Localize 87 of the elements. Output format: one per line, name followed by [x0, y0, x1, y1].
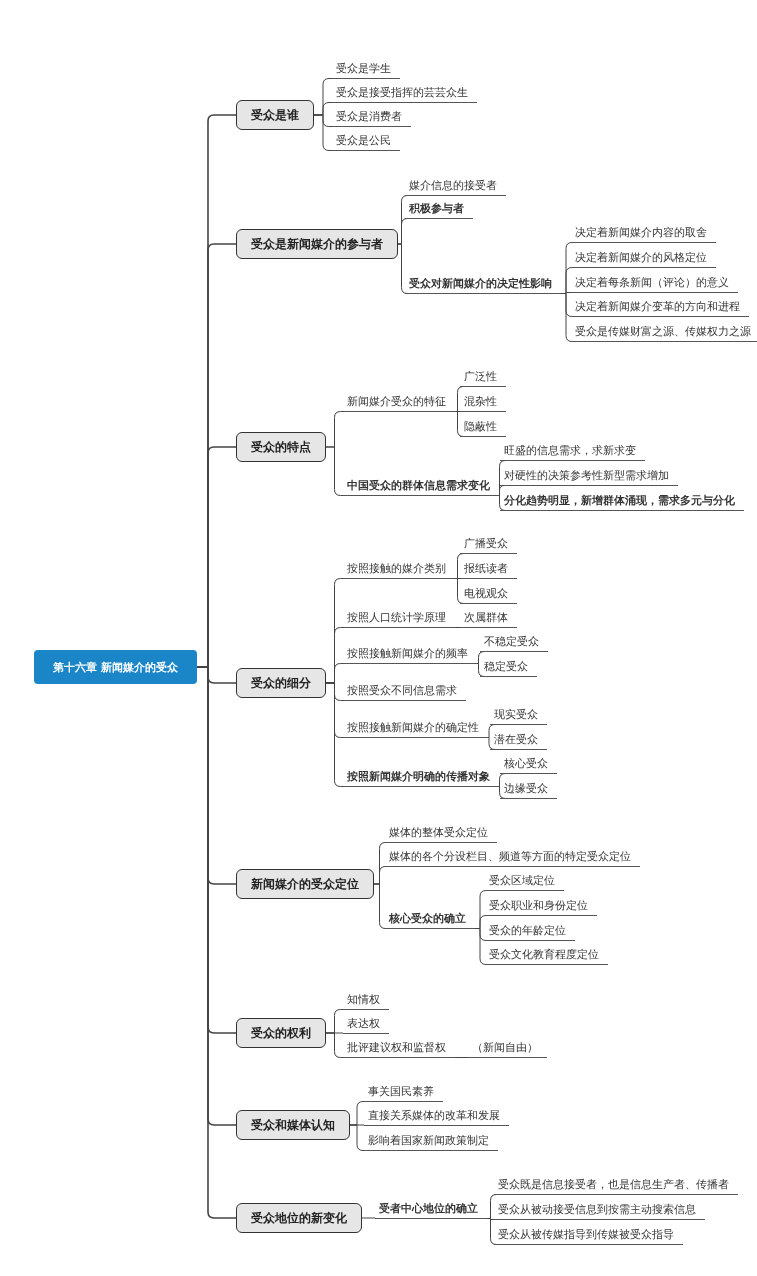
topic-text: 按照人口统计学原理 — [343, 608, 455, 628]
connector-line — [474, 928, 487, 965]
topic-text: 知情权 — [343, 990, 389, 1010]
root-topic-box: 第十六章 新闻媒介的受众 — [34, 650, 197, 684]
topic-text: 报纸读者 — [460, 559, 517, 579]
topic-text: 按照接触的媒介类别 — [343, 559, 455, 579]
connector-line — [454, 386, 464, 412]
topic-text: 分化趋势明显，新增群体涌现，需求多元与分化 — [500, 491, 744, 511]
connector-line — [313, 114, 333, 151]
topic-text: 按照接触新闻媒介的确定性 — [343, 718, 488, 738]
branch-topic-box: 受众的细分 — [236, 668, 326, 698]
topic-text: 媒介信息的接受者 — [405, 176, 506, 196]
topic-text: 现实受众 — [490, 705, 547, 725]
topic-text: 媒体的整体受众定位 — [385, 823, 497, 843]
topic-text: 直接关系媒体的改革和发展 — [364, 1106, 509, 1126]
connector-line — [487, 737, 496, 750]
topic-text: 影响着国家新闻政策制定 — [364, 1131, 498, 1151]
topic-text: 核心受众 — [500, 754, 557, 774]
connector-line — [325, 682, 344, 787]
topic-text: 中国受众的群体信息需求变化 — [343, 476, 499, 496]
topic-text: 决定着新闻媒介内容的取舍 — [571, 223, 716, 243]
topic-text: 受众从被动接受信息到按需主动搜索信息 — [494, 1200, 705, 1220]
connector-line — [476, 651, 485, 664]
topic-text: 按照新闻媒介明确的传播对象 — [343, 767, 499, 787]
topic-text: 批评建议权和监督权 — [343, 1038, 455, 1058]
connector-line — [486, 1218, 497, 1245]
connector-line — [397, 243, 408, 294]
topic-text: 受众的年龄定位 — [485, 921, 575, 941]
connector-line — [560, 293, 573, 342]
topic-text: 决定着每条新闻（评论）的意义 — [571, 273, 738, 293]
connector-line — [373, 883, 386, 929]
topic-text: 表达权 — [343, 1014, 389, 1034]
topic-text: 决定着新闻媒介变革的方向和进程 — [571, 297, 749, 317]
connector-line — [498, 495, 506, 511]
branch-topic-box: 受众是新闻媒介的参与者 — [236, 229, 398, 259]
topic-text: 对硬性的决策参考性新型需求增加 — [500, 466, 678, 486]
connector-line — [498, 786, 506, 799]
connector-line — [361, 1217, 376, 1219]
topic-text: 受众区域定位 — [485, 871, 564, 891]
connector-line — [498, 773, 506, 787]
branch-topic-box: 新闻媒介的受众定位 — [236, 869, 374, 899]
topic-text: 受者中心地位的确立 — [375, 1199, 487, 1219]
branch-topic-box: 受众是谁 — [236, 100, 314, 130]
topic-text: （新闻自由） — [468, 1038, 547, 1058]
topic-text: 受众是学生 — [332, 59, 400, 79]
branch-topic-box: 受众的特点 — [236, 432, 326, 462]
topic-text: 决定着新闻媒介的风格定位 — [571, 248, 716, 268]
topic-text: 受众是传媒财富之源、传媒权力之源 — [571, 322, 757, 342]
topic-text: 受众对新闻媒介的决定性影响 — [405, 274, 561, 294]
topic-text: 电视观众 — [460, 584, 517, 604]
topic-text: 受众文化教育程度定位 — [485, 945, 608, 965]
topic-text: 新闻媒介受众的特征 — [343, 392, 455, 412]
branch-topic-box: 受众地位的新变化 — [236, 1203, 362, 1233]
topic-text: 潜在受众 — [490, 730, 547, 750]
topic-text: 稳定受众 — [480, 657, 537, 677]
connector-line — [349, 1124, 365, 1151]
topic-text: 按照受众不同信息需求 — [343, 681, 466, 701]
topic-text: 媒体的各个分设栏目、频道等方面的特定受众定位 — [385, 847, 640, 867]
topic-text: 受众是公民 — [332, 131, 400, 151]
topic-text: 受众是消费者 — [332, 107, 411, 127]
connector-line — [454, 627, 461, 628]
branch-topic-box: 受众的权利 — [236, 1018, 326, 1048]
topic-text: 混杂性 — [460, 392, 506, 412]
topic-text: 受众从被传媒指导到传媒被受众指导 — [494, 1225, 683, 1245]
connector-line — [498, 485, 505, 496]
connector-line — [454, 578, 464, 604]
topic-text: 不稳定受众 — [480, 632, 548, 652]
topic-text: 广播受众 — [460, 534, 517, 554]
connector-line — [454, 553, 464, 579]
connector-line — [476, 663, 485, 677]
connector-line — [454, 1057, 469, 1058]
topic-text: 次属群体 — [460, 608, 517, 628]
topic-text: 受众是接受指挥的芸芸众生 — [332, 83, 477, 103]
topic-text: 按照接触新闻媒介的频率 — [343, 644, 477, 664]
connector-line — [487, 724, 496, 738]
topic-text: 受众既是信息接受者，也是信息生产者、传播者 — [494, 1175, 738, 1195]
topic-text: 受众职业和身份定位 — [485, 896, 597, 916]
connector-line — [454, 411, 464, 437]
topic-text: 旺盛的信息需求，求新求变 — [500, 441, 645, 461]
topic-text: 事关国民素养 — [364, 1082, 443, 1102]
topic-text: 广泛性 — [460, 367, 506, 387]
connector-line — [325, 1032, 344, 1058]
topic-text: 边缘受众 — [500, 779, 557, 799]
branch-topic-box: 受众和媒体认知 — [236, 1110, 350, 1140]
topic-text: 核心受众的确立 — [385, 909, 475, 929]
topic-text: 积极参与者 — [405, 199, 473, 219]
topic-text: 隐蔽性 — [460, 417, 506, 437]
